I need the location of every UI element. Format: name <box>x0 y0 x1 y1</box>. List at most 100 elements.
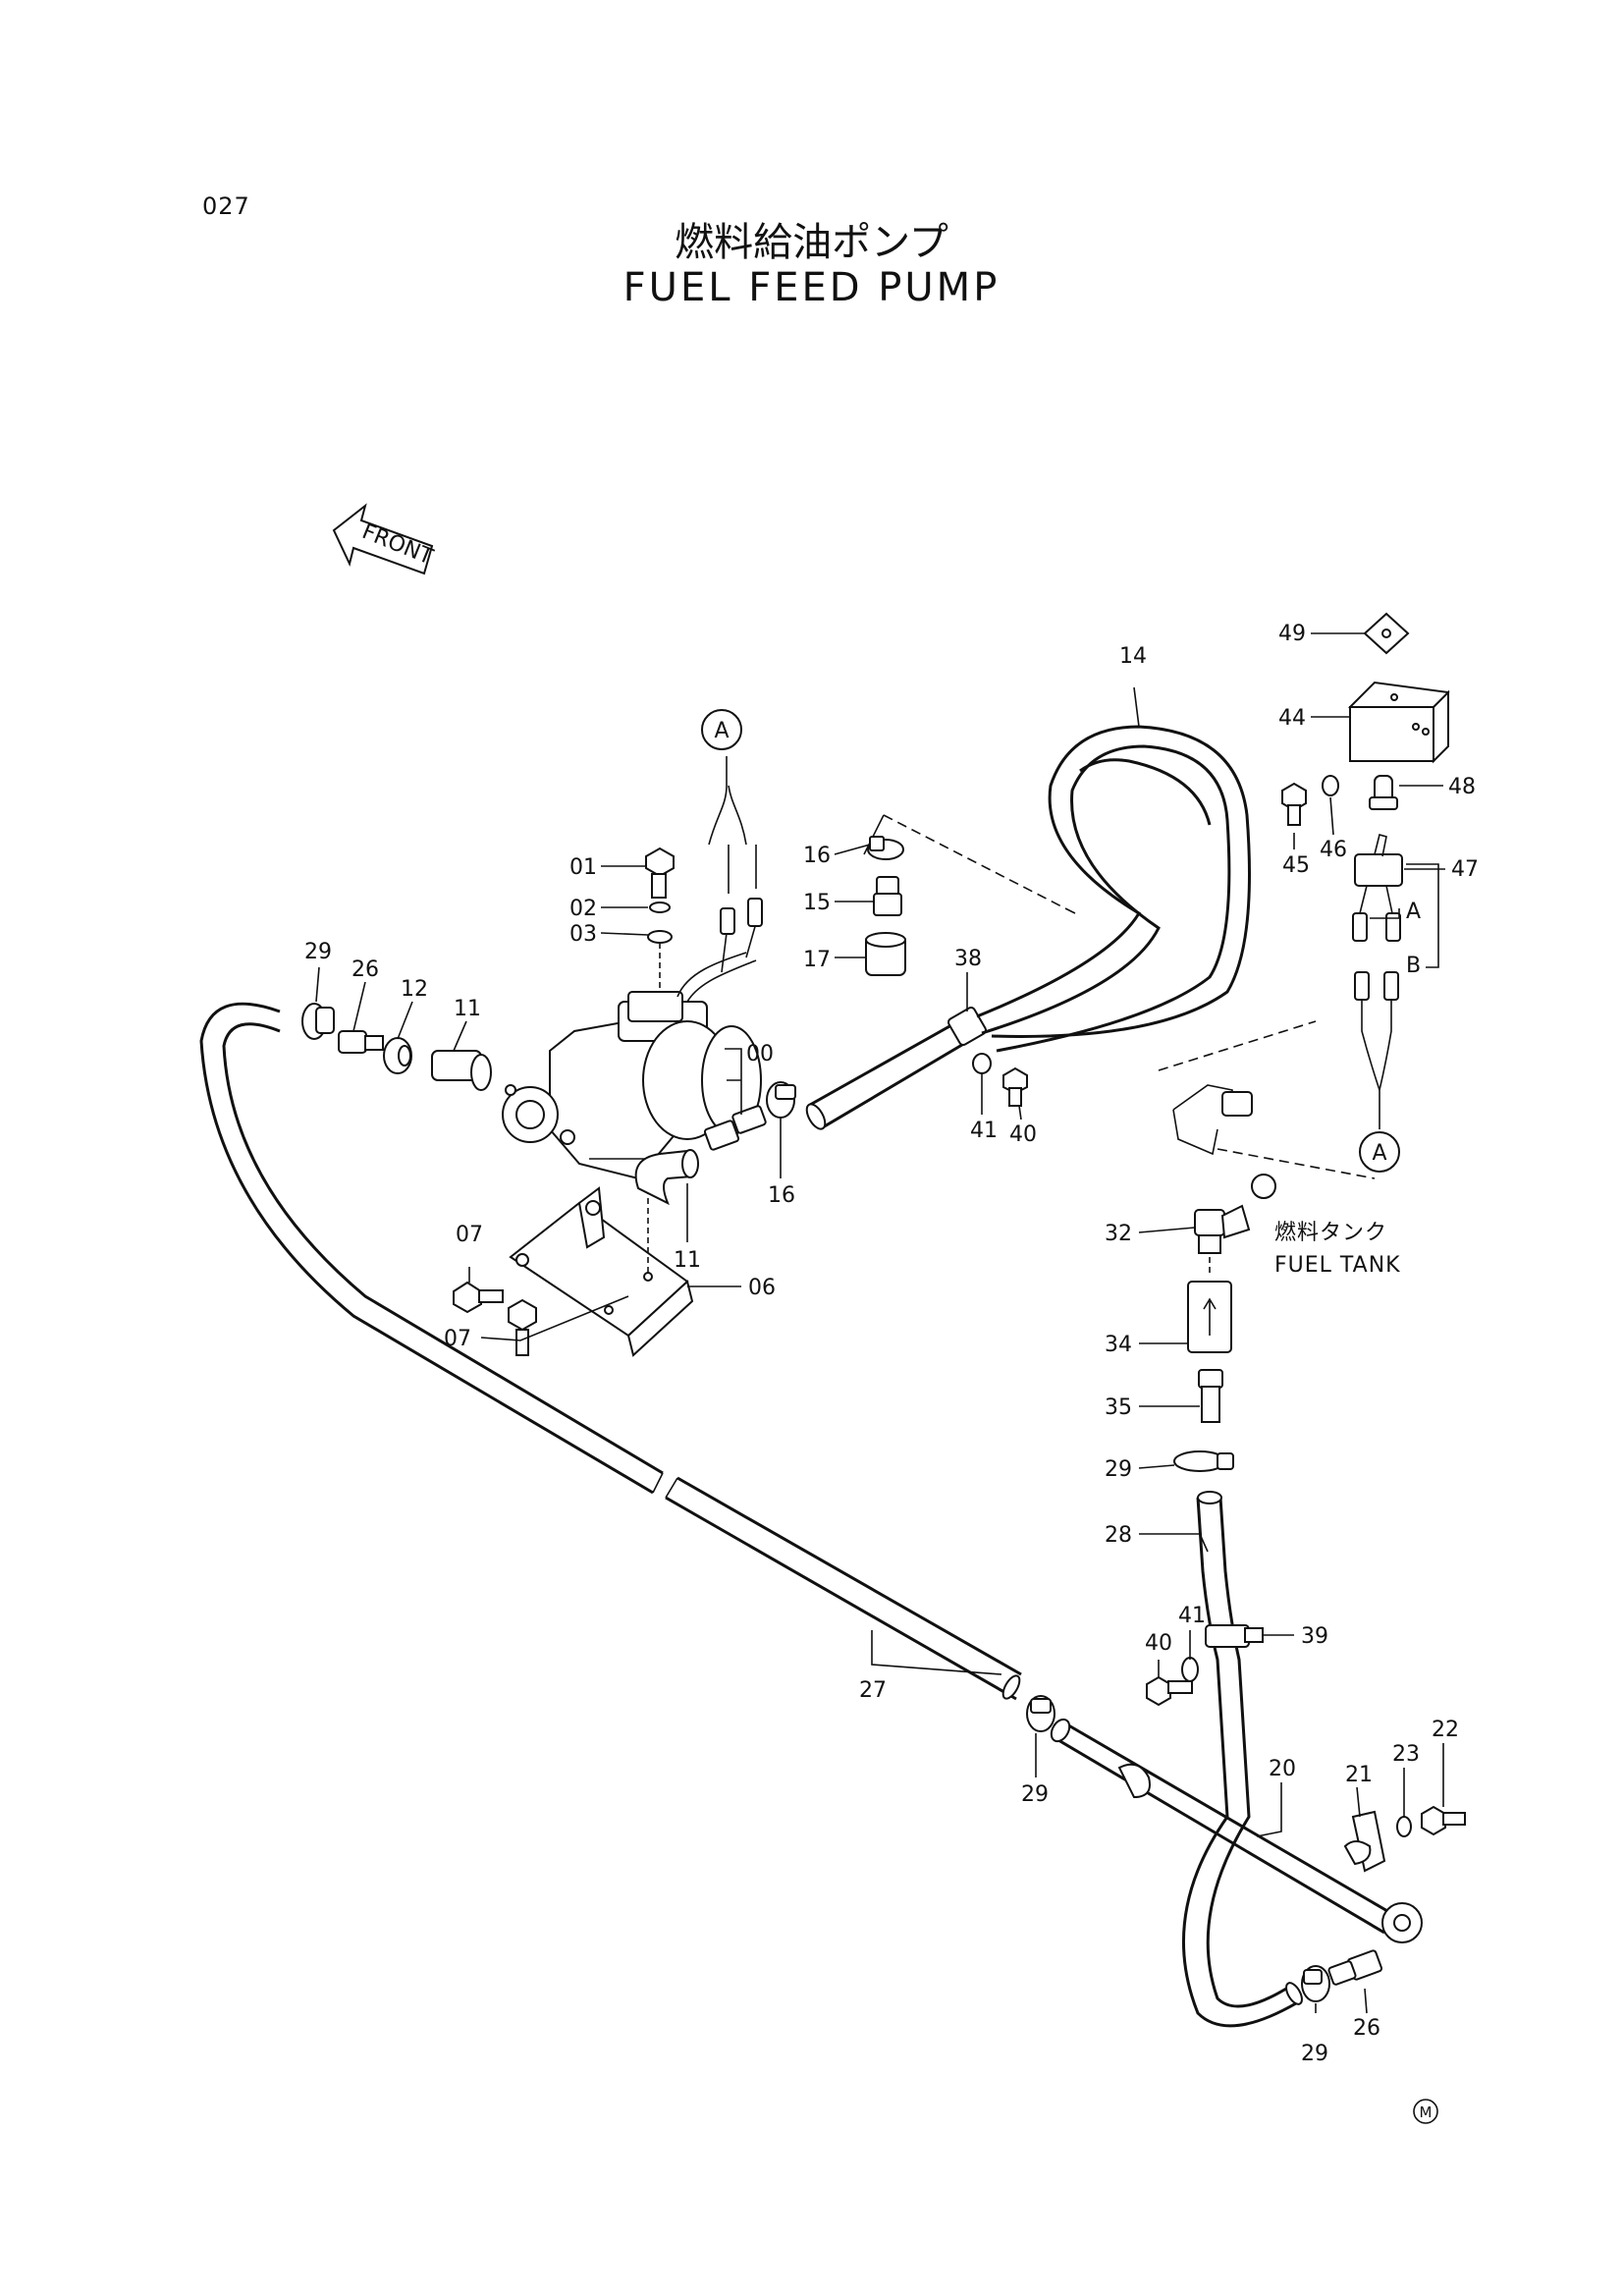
footer-mark: M <box>1413 2099 1438 2124</box>
hose-27 <box>199 1002 1022 1701</box>
washer-41b <box>1181 1657 1199 1682</box>
callout-16a: 16 <box>803 844 831 868</box>
callout-29d: 29 <box>1301 2042 1328 2066</box>
callout-45: 45 <box>1282 853 1310 878</box>
callout-32: 32 <box>1105 1222 1132 1246</box>
indicator-lamp-48 <box>1369 775 1398 810</box>
sleeve-17 <box>865 932 906 976</box>
callout-48: 48 <box>1448 775 1476 799</box>
callout-41b: 41 <box>1178 1604 1206 1628</box>
callout-46: 46 <box>1320 838 1347 862</box>
pipe-20 <box>1050 1718 1423 1943</box>
bracket-06 <box>509 1186 694 1357</box>
clamp-29d <box>1301 1965 1330 2002</box>
washer-46 <box>1322 775 1339 796</box>
callout-23: 23 <box>1392 1742 1420 1767</box>
clip-21 <box>1343 1810 1386 1873</box>
bolt-07b <box>508 1298 537 1356</box>
callout-17: 17 <box>803 948 831 972</box>
leader-lines <box>315 632 1445 2014</box>
callout-14: 14 <box>1119 644 1147 669</box>
clamp-16a <box>867 836 904 860</box>
hose-38 <box>805 1006 988 1130</box>
callout-11a: 11 <box>454 997 481 1021</box>
callout-26a: 26 <box>352 957 379 982</box>
callout-40b: 40 <box>1145 1631 1172 1656</box>
detail-leader <box>883 814 1066 909</box>
bolt-22 <box>1421 1805 1466 1836</box>
title-english: FUEL FEED PUMP <box>622 265 1001 310</box>
title-japanese: 燃料給油ポンプ <box>675 220 948 265</box>
callout-07a: 07 <box>456 1223 483 1247</box>
connector-label-a-top: A <box>714 719 729 743</box>
callout-26b: 26 <box>1353 2016 1380 2041</box>
wire-label-b: B <box>1406 954 1421 978</box>
callout-35: 35 <box>1105 1395 1132 1420</box>
callout-29a: 29 <box>304 940 332 964</box>
callout-39: 39 <box>1301 1624 1328 1649</box>
washer-03 <box>647 930 673 944</box>
elbow-11b <box>634 1149 699 1206</box>
fuel-tank-bracket <box>1158 1020 1376 1199</box>
callout-29b: 29 <box>1105 1457 1132 1482</box>
callout-01: 01 <box>569 855 597 880</box>
bolt-40a <box>1002 1066 1028 1107</box>
connector-ref-a-top: A <box>701 709 742 750</box>
switch-box-44 <box>1347 681 1450 764</box>
callout-38: 38 <box>954 947 982 971</box>
nipple-35 <box>1198 1369 1223 1423</box>
screw-45 <box>1281 782 1307 826</box>
toggle-switch-47 <box>1352 834 1403 942</box>
nipple-pump-outlet <box>703 1105 767 1151</box>
fitting-15 <box>873 876 902 916</box>
callout-12: 12 <box>401 977 428 1002</box>
callout-11b: 11 <box>674 1248 701 1273</box>
clamp-16b <box>766 1081 796 1119</box>
fuel-tank-label-jp: 燃料タンク <box>1274 1221 1387 1245</box>
front-arrow-icon: FRONT <box>332 503 437 575</box>
callout-41a: 41 <box>970 1119 998 1143</box>
bracket-47-leader <box>1406 863 1439 968</box>
footer-mark-label: M <box>1420 2104 1433 2121</box>
fuel-pump-00 <box>502 952 762 1180</box>
adapter-12 <box>383 1037 412 1074</box>
bolt-40b <box>1146 1675 1193 1707</box>
callout-40a: 40 <box>1009 1122 1037 1147</box>
wire-harness-switch <box>1354 971 1399 1129</box>
callout-49: 49 <box>1278 622 1306 646</box>
washer-02 <box>649 902 671 913</box>
nipple-26a <box>338 1030 384 1054</box>
page-number: 027 <box>202 192 250 220</box>
callout-00: 00 <box>746 1042 774 1066</box>
callout-20: 20 <box>1269 1757 1296 1781</box>
callout-22: 22 <box>1432 1718 1459 1742</box>
callout-02: 02 <box>569 897 597 921</box>
clamp-29b <box>1173 1450 1234 1472</box>
washer-41a <box>972 1053 992 1074</box>
nipple-26b <box>1327 1949 1383 1986</box>
gasket-49 <box>1363 612 1410 655</box>
callout-06: 06 <box>748 1276 776 1300</box>
callout-44: 44 <box>1278 706 1306 731</box>
callout-29c: 29 <box>1021 1782 1049 1807</box>
hose-clamp-29a <box>301 1003 335 1040</box>
bolt-07a <box>453 1281 504 1314</box>
clamp-39 <box>1205 1624 1264 1648</box>
fitting-11a <box>431 1050 492 1091</box>
washer-23 <box>1396 1816 1412 1837</box>
callout-labels: 49 44 48 47 45 46 14 16 15 17 38 41 40 1… <box>304 622 1479 2066</box>
callout-28: 28 <box>1105 1523 1132 1548</box>
bolt-01 <box>645 847 675 899</box>
callout-07b: 07 <box>444 1327 471 1351</box>
callout-47: 47 <box>1451 857 1479 882</box>
fuel-tank-label-en: FUEL TANK <box>1274 1253 1401 1278</box>
pump-wire-harness <box>708 756 763 973</box>
callout-16b: 16 <box>768 1183 795 1208</box>
callout-15: 15 <box>803 891 831 915</box>
callout-34: 34 <box>1105 1333 1132 1357</box>
hose-28 <box>1182 1491 1303 2028</box>
callout-27: 27 <box>859 1678 887 1703</box>
callout-03: 03 <box>569 922 597 947</box>
clamp-29c <box>1026 1695 1055 1732</box>
